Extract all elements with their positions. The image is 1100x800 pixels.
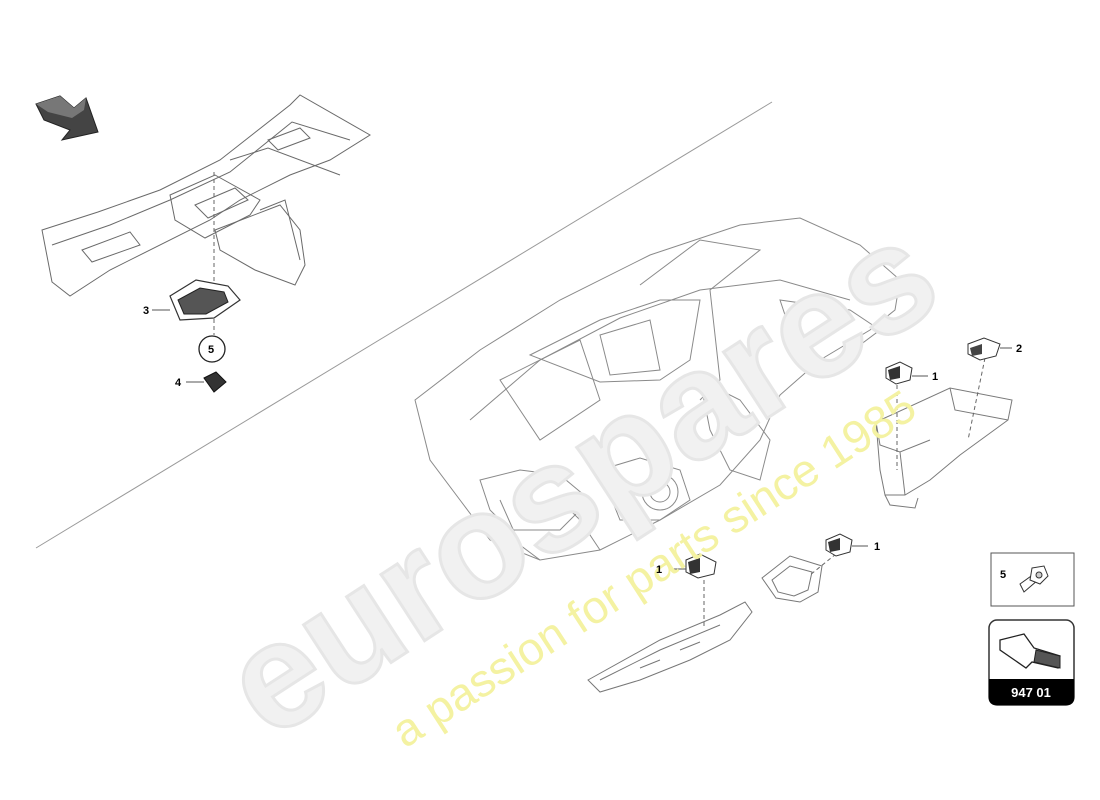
part-1-switch	[885, 361, 913, 385]
reference-code: 947 01	[1011, 685, 1051, 700]
glovebox-drawing	[875, 387, 1013, 509]
callout-label: 1	[874, 541, 880, 553]
view-direction-arrow-icon	[35, 95, 99, 141]
lower-panel-drawing	[761, 555, 823, 603]
section-divider-line	[35, 101, 773, 549]
callout-label: 5	[208, 344, 214, 356]
part-4-clip	[203, 371, 227, 393]
part-2-switch	[967, 337, 1001, 361]
leader-line	[967, 357, 986, 441]
part-1-switch	[685, 553, 717, 579]
leader-line	[809, 553, 837, 576]
callout-label: 4	[175, 377, 182, 389]
callout-circle	[198, 335, 226, 363]
roof-console-drawing	[41, 94, 371, 297]
part-1-switch	[825, 533, 853, 557]
legend-box-part-5: 5	[990, 552, 1075, 607]
callout-label: 3	[143, 305, 149, 317]
trim-strip-drawing	[587, 601, 753, 693]
bolt-icon	[1019, 565, 1049, 593]
watermark: eurospares a passion for parts since 198…	[193, 186, 966, 770]
callout-label: 1	[932, 371, 938, 383]
reference-box: 947 01	[988, 619, 1075, 706]
legend-label: 5	[1000, 569, 1006, 581]
callout-label: 2	[1016, 343, 1022, 355]
part-3-light-housing	[169, 279, 241, 321]
dashboard-drawing	[414, 217, 901, 561]
callout-label: 1	[656, 564, 662, 576]
direction-arrow-icon	[999, 633, 1061, 669]
watermark-brand: eurospares	[195, 187, 965, 768]
